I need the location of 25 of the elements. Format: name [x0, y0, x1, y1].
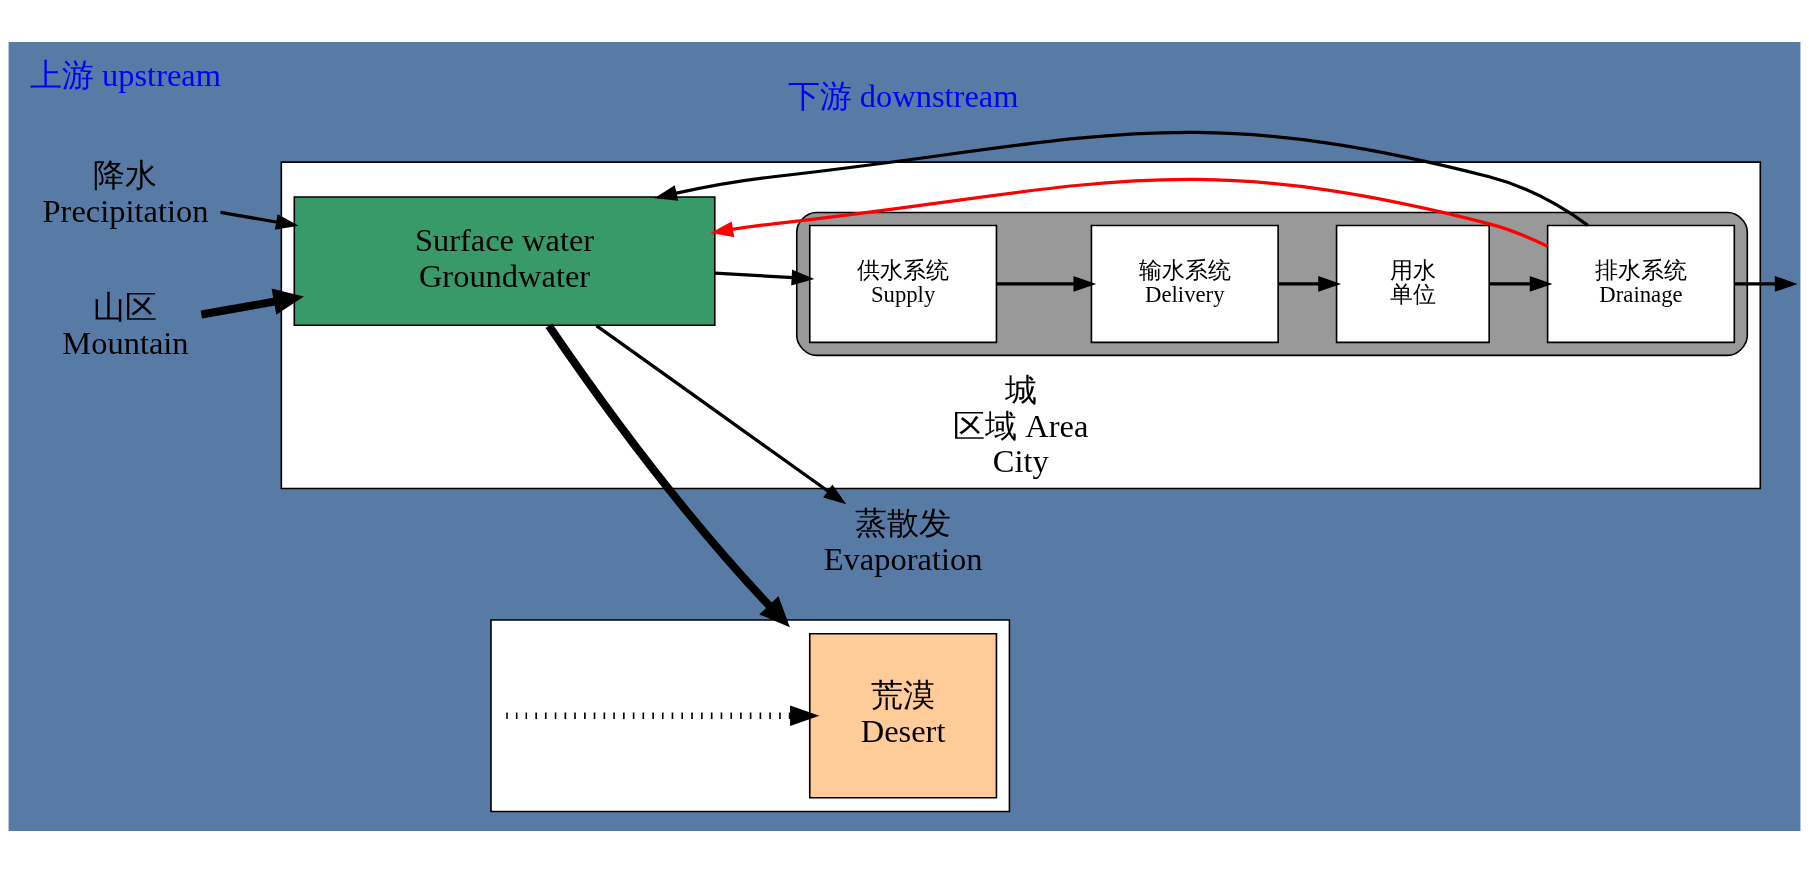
node-text: 降水 Precipitation: [42, 156, 209, 229]
node-box: 供水系统 Supply: [808, 224, 998, 343]
arrow: [714, 269, 815, 286]
arrow: [996, 275, 1097, 292]
node-box: 荒漠 Desert: [808, 632, 998, 799]
arrow: [506, 704, 820, 726]
arrow: [654, 130, 1589, 227]
node-box: 输水系统 Delivery: [1090, 224, 1279, 343]
node-box: 用水 单位: [1335, 224, 1490, 343]
cluster: [795, 211, 1749, 356]
arrow: [1734, 275, 1798, 292]
node-text: 山区 Mountain: [62, 288, 189, 361]
node-box: Surface water Groundwater: [293, 195, 716, 326]
node-box: 排水系统 Drainage: [1546, 224, 1736, 343]
label: 下游 downstream: [787, 77, 1019, 114]
node-text: 蒸散发 Evaporation: [823, 504, 983, 577]
label: 上游 upstream: [29, 56, 222, 93]
arrow: [220, 210, 299, 230]
arrow: [1489, 275, 1553, 292]
arrow: [710, 177, 1549, 248]
cluster: [490, 618, 1011, 812]
arrow: [595, 323, 847, 504]
arrow: [1278, 275, 1341, 292]
arrow: [200, 288, 304, 319]
arrow: [545, 323, 790, 627]
